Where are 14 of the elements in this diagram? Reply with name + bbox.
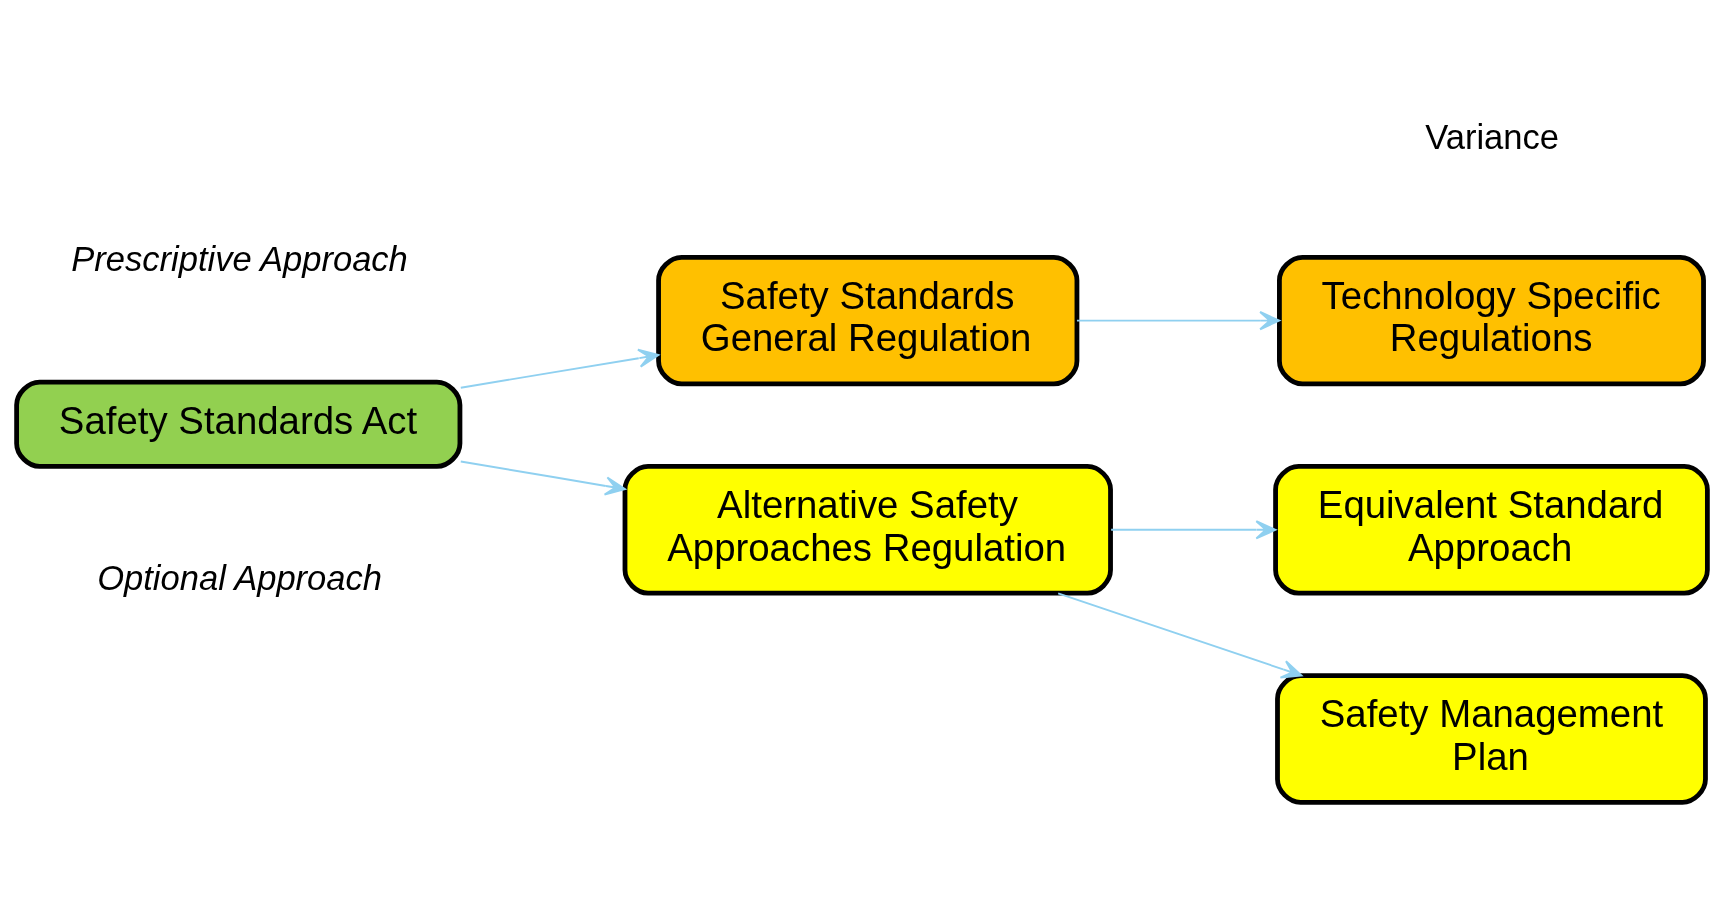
node-box: Safety Standards General Regulation <box>656 254 1080 387</box>
arrow <box>1110 520 1277 540</box>
label: Optional Approach <box>97 559 382 598</box>
arrow <box>459 460 626 496</box>
label: Prescriptive Approach <box>71 240 408 279</box>
arrow <box>459 348 660 389</box>
node-box: Safety Management Plan <box>1275 673 1708 805</box>
arrow <box>1057 592 1303 679</box>
node-box: Safety Standards Act <box>14 379 463 469</box>
node-box: Alternative Safety Approaches Regulation <box>622 464 1113 596</box>
node-box: Technology Specific Regulations <box>1277 254 1706 387</box>
node-box: Equivalent Standard Approach <box>1273 464 1710 596</box>
label: Variance <box>1425 117 1559 156</box>
arrow <box>1076 311 1281 331</box>
